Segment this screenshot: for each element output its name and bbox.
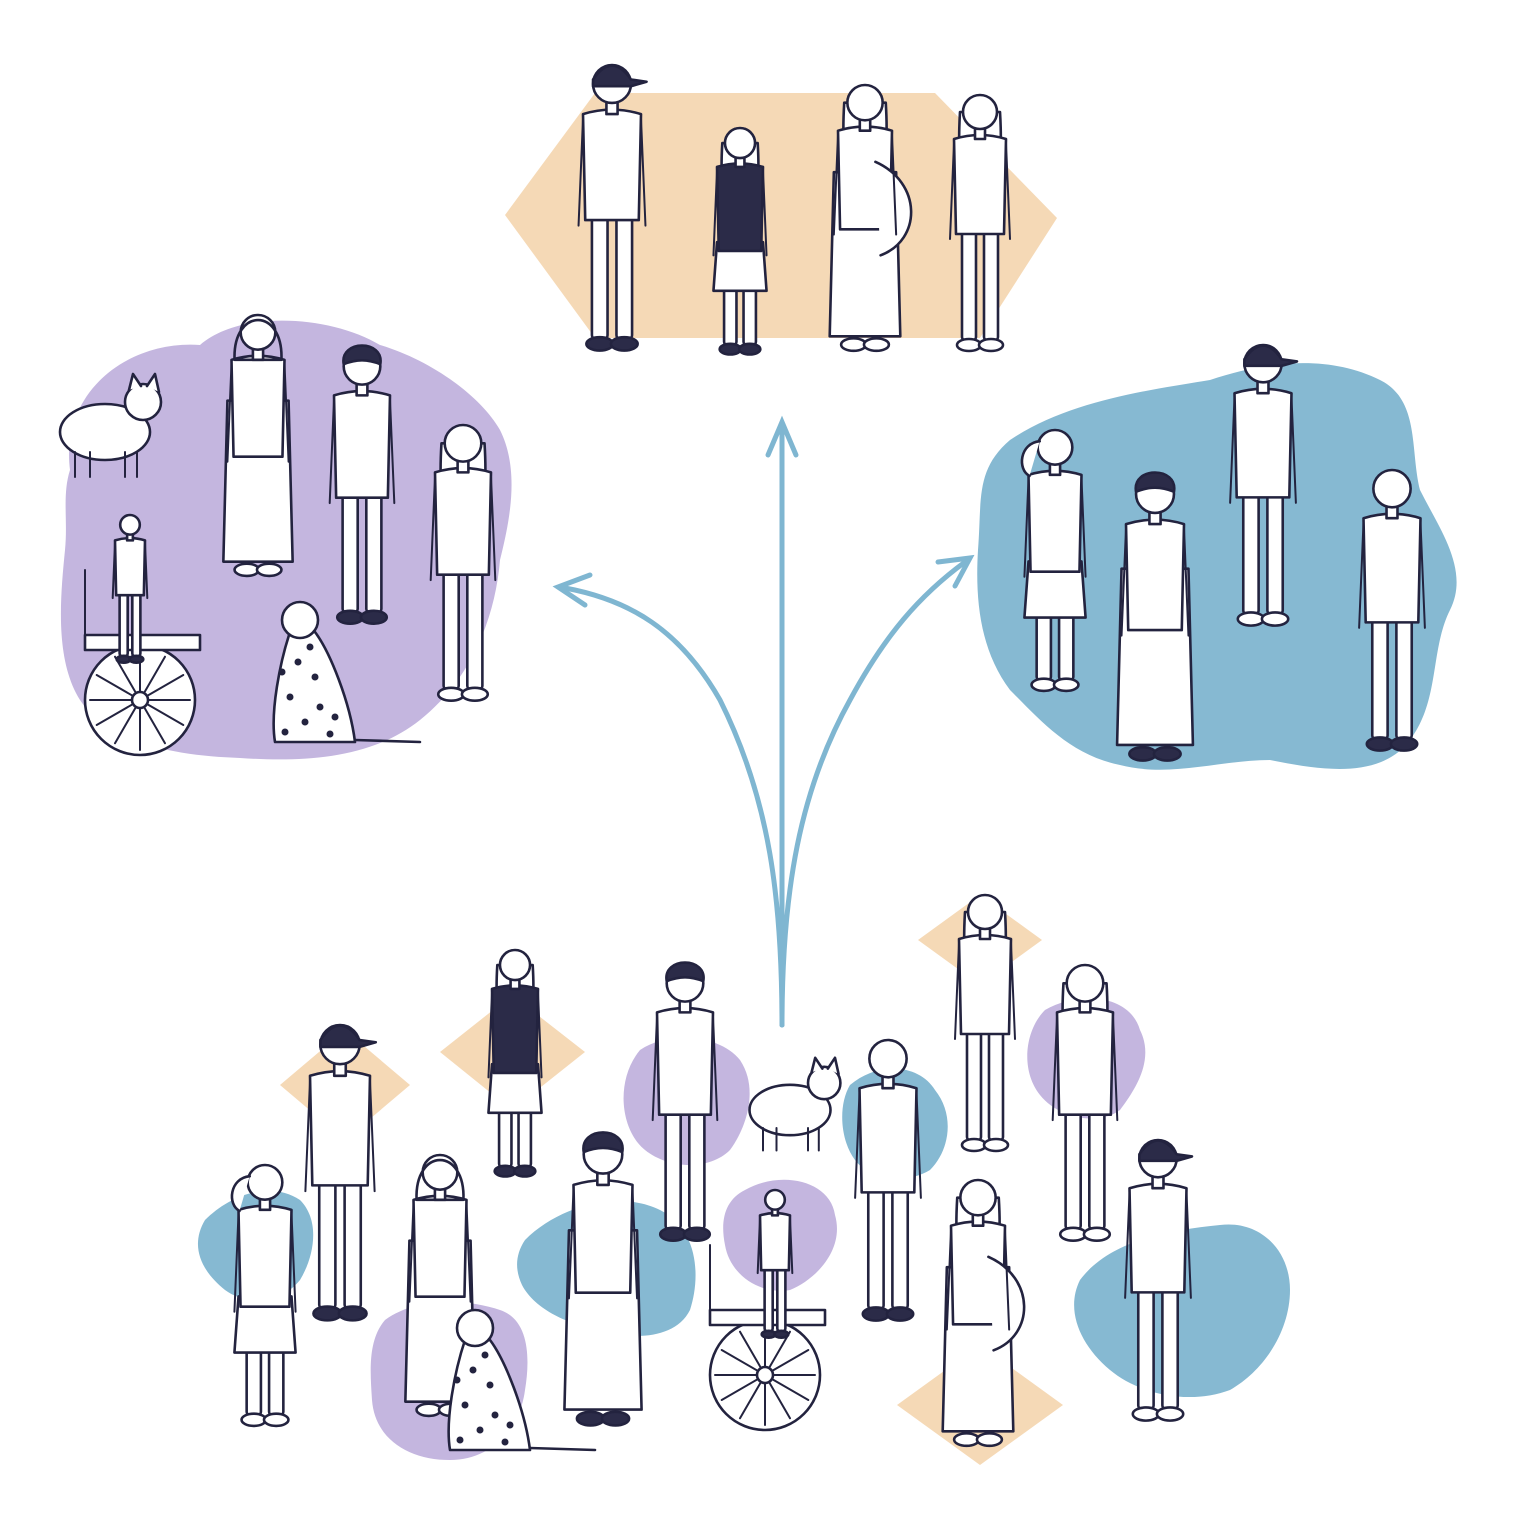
- right-boy: [1358, 468, 1426, 752]
- left-dalmatian: [272, 600, 422, 744]
- crowd-woman-dark-hair: [954, 893, 1016, 1153]
- arrow-up-left-head: [552, 572, 593, 608]
- left-woman-overalls: [429, 423, 497, 702]
- crowd-woman-ponytail: [230, 1163, 297, 1428]
- arrow-up-left: [562, 585, 785, 1028]
- crowd-cat: [748, 1056, 842, 1152]
- crowd-woman-dress: [563, 1131, 643, 1427]
- crowd-woman-overalls: [1051, 963, 1119, 1242]
- crowd-seated-woman: [756, 1188, 794, 1339]
- left-woman-headscarf: [222, 313, 294, 578]
- arrows: [552, 415, 975, 1028]
- crowd-man-with-baby: [304, 1023, 378, 1322]
- top-pregnant-woman: [828, 83, 913, 353]
- top-woman-dark-hair: [949, 93, 1011, 353]
- crowd-old-man-cane: [1124, 1138, 1194, 1422]
- arrow-up-right: [779, 559, 968, 1028]
- crowd-pregnant-woman: [941, 1178, 1026, 1448]
- crowd-boy: [854, 1038, 922, 1322]
- arrow-up-right-head: [935, 554, 975, 589]
- left-seated-woman: [111, 513, 149, 664]
- right-woman-ponytail: [1020, 428, 1087, 693]
- crowd-dalmatian: [447, 1308, 597, 1452]
- crowd-wheelchair: [708, 1244, 827, 1432]
- crowd-man-curly-hair: [651, 961, 719, 1242]
- left-wheelchair: [83, 569, 202, 757]
- right-woman-dress: [1115, 471, 1195, 762]
- left-cat: [58, 372, 163, 478]
- top-man-with-baby: [577, 63, 648, 352]
- right-old-man-cane: [1229, 343, 1299, 627]
- right-group-blob: [977, 363, 1457, 770]
- crowd-girl-hands-on-hips: [487, 948, 543, 1178]
- top-girl-hands-on-hips: [712, 126, 768, 356]
- figures: [58, 63, 1426, 1452]
- crowd-blob-blue-4: [1074, 1224, 1290, 1398]
- arrow-up-head: [765, 415, 799, 458]
- left-man-curly-hair: [328, 344, 396, 625]
